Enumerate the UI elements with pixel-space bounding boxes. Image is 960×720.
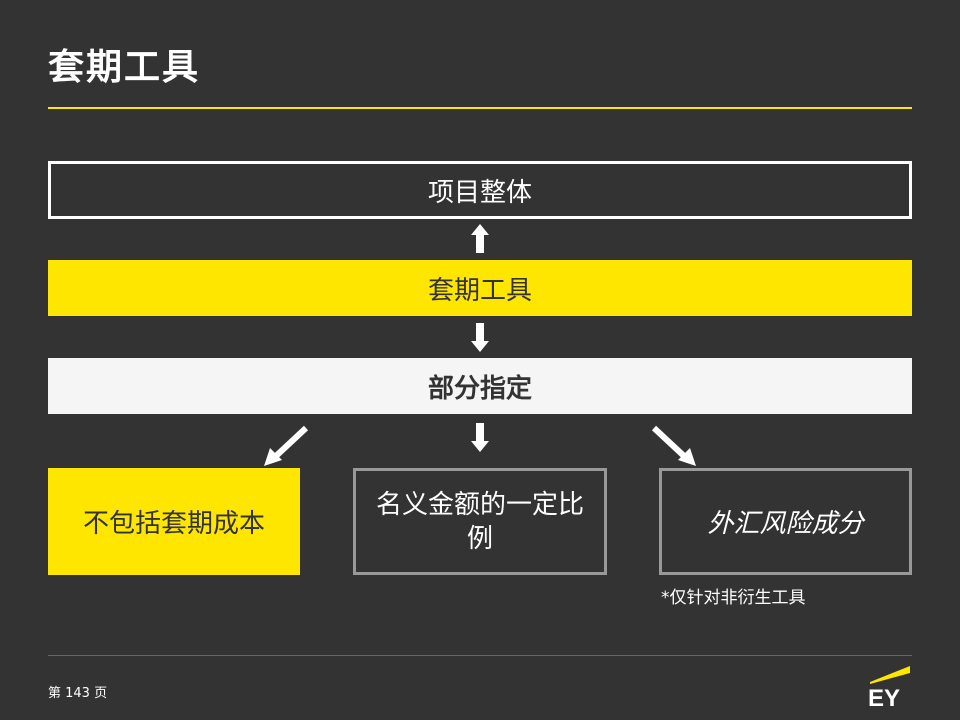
arrow-down-icon [471,323,489,352]
option-label: 外汇风险成分 [707,509,864,539]
slide-title: 套期工具 [48,47,201,88]
option-notional-proportion: 名义金额的一定比例 [353,468,607,575]
option-excl-hedging-cost: 不包括套期成本 [48,468,300,575]
arrow-down-right-icon [651,425,696,466]
hedging-instrument-label: 套期工具 [427,275,532,306]
arrow-up-icon [471,224,489,253]
arrow-down-icon [471,423,489,452]
option-fx-risk-component: 外汇风险成分 [659,468,912,575]
page-number: 第 143 页 [48,686,108,701]
option-label: 不包括套期成本 [82,509,265,539]
footer-divider [48,655,912,656]
footnote: *仅针对非衍生工具 [661,588,806,608]
title-underline [48,107,912,109]
partial-designation-label: 部分指定 [427,373,532,404]
arrow-down-left-icon [264,425,309,466]
svg-text:EY: EY [868,685,900,708]
partial-designation-box: 部分指定 [48,358,912,414]
project-box-label: 项目整体 [427,177,532,208]
hedging-instrument-box: 套期工具 [48,260,912,316]
ey-logo: EY [868,666,910,708]
project-box: 项目整体 [48,161,912,219]
option-label: 名义金额的一定比例 [375,489,584,554]
